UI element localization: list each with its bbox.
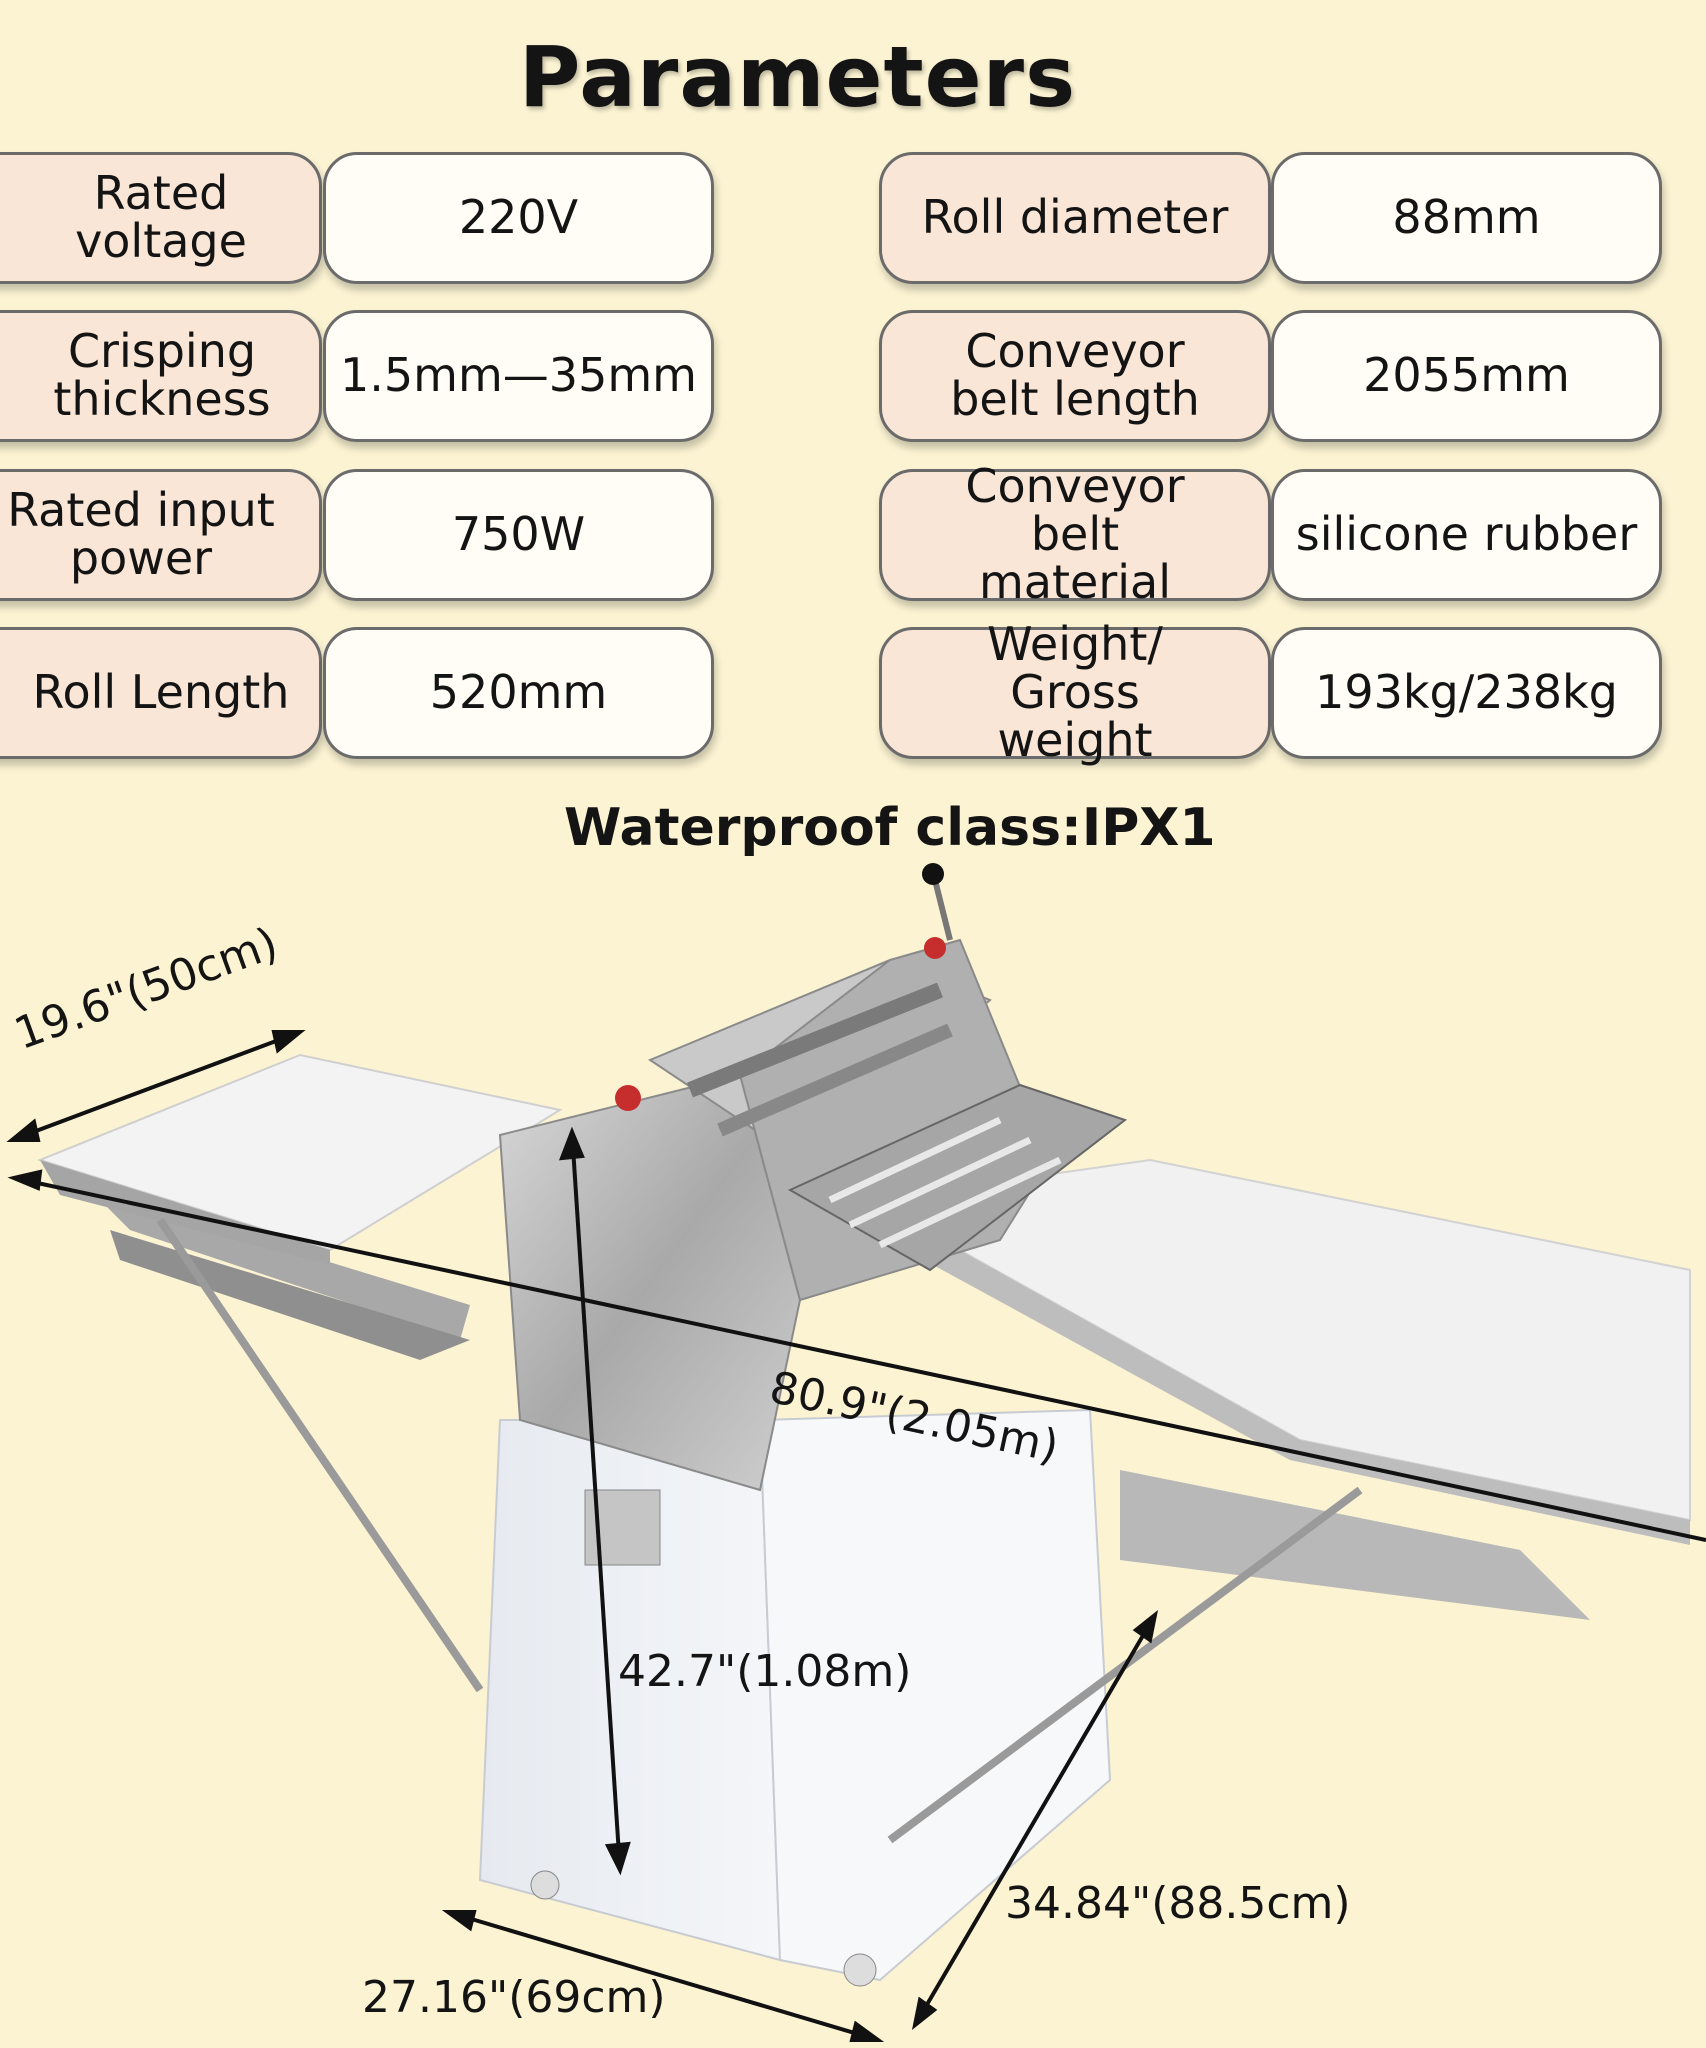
conveyor-belt-left xyxy=(37,1053,563,1265)
dimension-depth-label: 34.84"(88.5cm) xyxy=(1005,1878,1351,1929)
caster-wheel xyxy=(530,1870,560,1900)
param-label-crisping-thickness: Crisping thickness xyxy=(0,310,322,442)
param-value-roll-diameter: 88mm xyxy=(1271,152,1662,284)
param-value-weight: 193kg/238kg xyxy=(1271,627,1662,759)
length-dimension-line xyxy=(13,1176,1706,1542)
param-label-roll-length: Roll Length xyxy=(0,627,322,759)
param-value-conveyor-belt-length: 2055mm xyxy=(1271,310,1662,442)
dimension-lines xyxy=(6,1030,1706,2042)
param-label-weight: Weight/ Gross weight xyxy=(879,620,1271,764)
param-label-roll-diameter: Roll diameter xyxy=(879,152,1271,284)
depth-dimension-line xyxy=(913,1613,1157,2027)
param-label-rated-voltage: Rated voltage xyxy=(0,152,322,284)
param-label-rated-input-power: Rated input power xyxy=(0,469,322,601)
brand-emblem xyxy=(615,1085,641,1111)
lever-knob xyxy=(922,863,944,885)
param-value-rated-input-power: 750W xyxy=(323,469,714,601)
param-value-crisping-thickness: 1.5mm—35mm xyxy=(323,310,714,442)
left-tray xyxy=(70,1170,470,1360)
dimension-height-label: 42.7"(1.08m) xyxy=(618,1646,912,1697)
param-label-conveyor-belt-material: Conveyor belt material xyxy=(879,462,1271,606)
param-value-roll-length: 520mm xyxy=(323,627,714,759)
support-rod xyxy=(156,1217,484,1693)
brand-emblem xyxy=(924,937,946,959)
base-width-dimension-line xyxy=(447,1910,879,2042)
param-value-conveyor-belt-material: silicone rubber xyxy=(1271,469,1662,601)
dimension-base-width-label: 27.16"(69cm) xyxy=(362,1972,666,2023)
waterproof-class: Waterproof class:IPX1 xyxy=(564,798,1216,858)
height-dimension-line xyxy=(570,1131,622,1871)
conveyor-belt-right xyxy=(860,1158,1691,1545)
right-tray xyxy=(1120,1470,1590,1620)
page-title: Parameters xyxy=(518,28,1077,126)
caster-wheel xyxy=(843,1953,877,1987)
param-label-conveyor-belt-length: Conveyor belt length xyxy=(879,310,1271,442)
param-value-rated-voltage: 220V xyxy=(323,152,714,284)
width-dimension-line xyxy=(11,1030,301,1142)
